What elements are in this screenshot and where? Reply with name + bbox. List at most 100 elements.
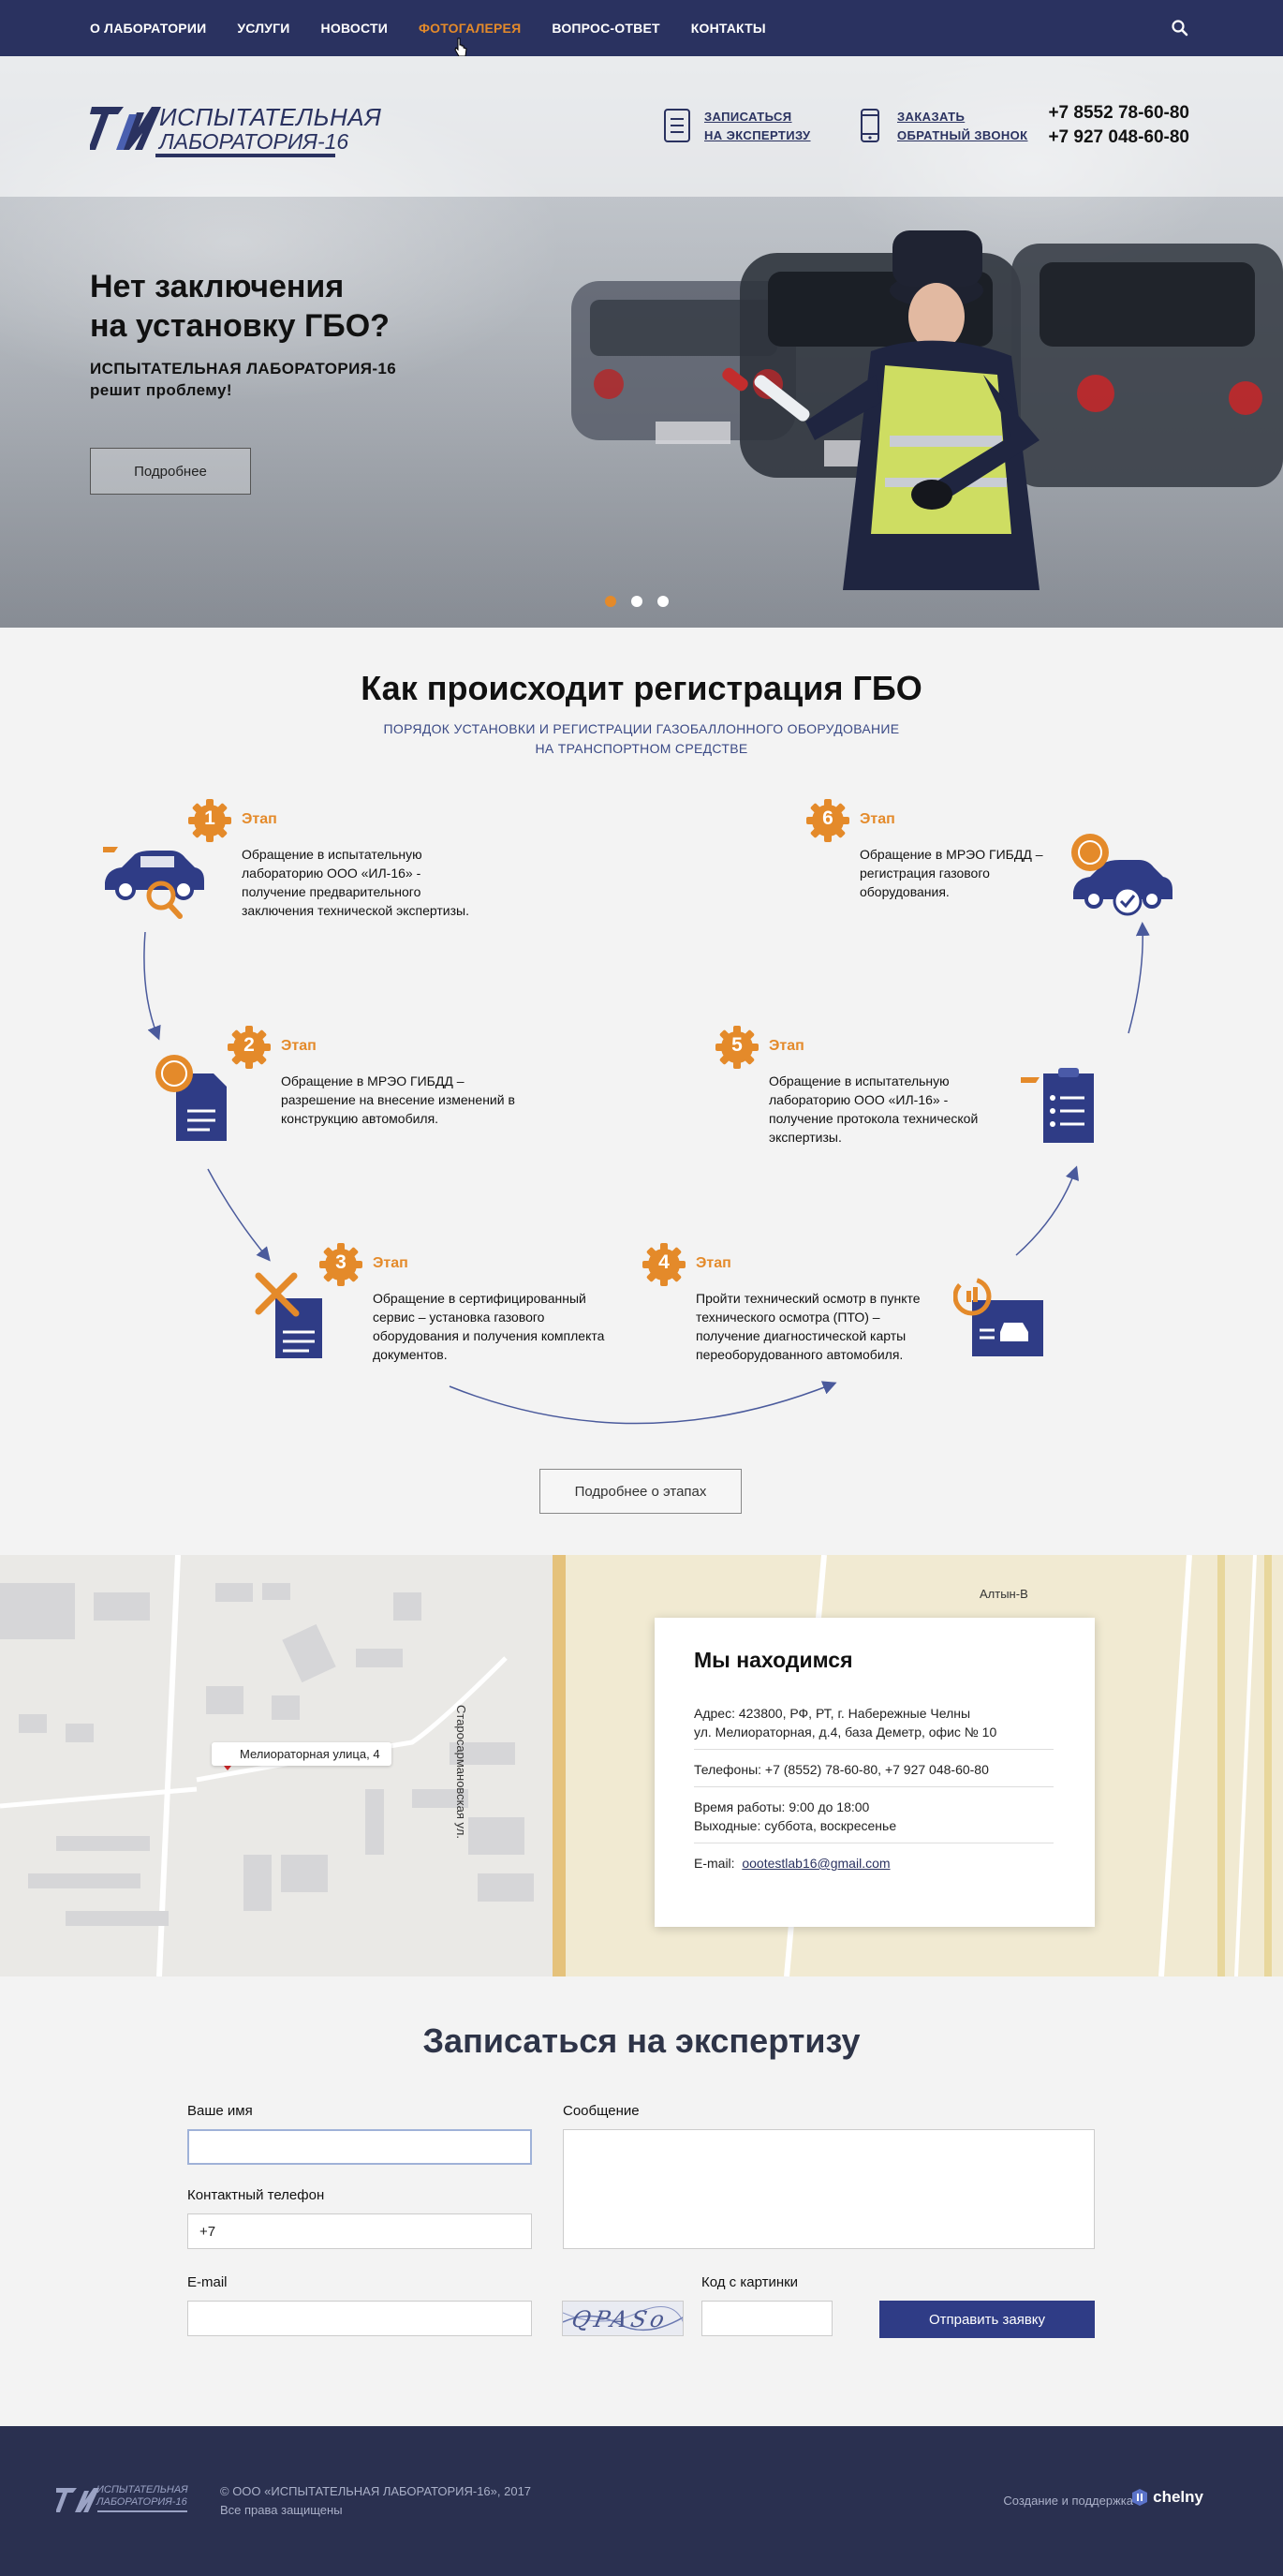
slider-dot-1[interactable] (605, 596, 616, 607)
nav-item-news[interactable]: НОВОСТИ (320, 21, 388, 36)
diagnostic-card-icon (953, 1277, 1043, 1356)
header-band (0, 56, 1283, 197)
name-input[interactable] (187, 2129, 532, 2165)
step-1-number: 1 (204, 807, 215, 829)
clipboard-icon (1021, 1068, 1094, 1143)
phone-number-2[interactable]: +7 927 048-60-80 (1048, 127, 1189, 147)
document-icon (664, 109, 690, 142)
step-1-text: Обращение в испытательную лабораторию ОО… (242, 847, 469, 918)
step-4-text: Пройти технический осмотр в пункте техни… (696, 1291, 921, 1362)
steps-subtitle: ПОРЯДОК УСТАНОВКИ И РЕГИСТРАЦИИ ГАЗОБАЛЛ… (0, 719, 1283, 759)
hours-line: Время работы: 9:00 до 18:00 (694, 1799, 870, 1814)
email-label: E-mail: (694, 1856, 735, 1871)
car-search-icon (103, 847, 204, 919)
phone-number-1[interactable]: +7 8552 78-60-80 (1048, 103, 1189, 123)
hero-title-line2: на установку ГБО? (90, 308, 390, 344)
hero-photo (0, 197, 1283, 628)
step-5-text: Обращение в испытательную лабораторию ОО… (769, 1073, 979, 1145)
header-phones: +7 8552 78-60-80 +7 927 048-60-80 (1048, 101, 1189, 150)
step-5-number: 5 (731, 1034, 743, 1056)
steps-subtitle-line2: НА ТРАНСПОРТНОМ СРЕДСТВЕ (535, 741, 748, 756)
address-line2: ул. Мелиораторная, д.4, база Деметр, офи… (694, 1725, 997, 1740)
footer-copyright: © ООО «ИСПЫТАТЕЛЬНАЯ ЛАБОРАТОРИЯ-16», 20… (220, 2482, 531, 2520)
form-title: Записаться на экспертизу (422, 2021, 861, 2060)
steps-subtitle-line1: ПОРЯДОК УСТАНОВКИ И РЕГИСТРАЦИИ ГАЗОБАЛЛ… (383, 721, 900, 736)
hero-subtitle-line1: ИСПЫТАТЕЛЬНАЯ ЛАБОРАТОРИЯ-16 (90, 360, 397, 378)
captcha-image: QPASo (562, 2301, 684, 2336)
map-place-label: Алтын-В (980, 1587, 1028, 1601)
hero-title-line1: Нет заключения (90, 269, 345, 304)
slider-dots (605, 596, 669, 607)
developer-brand-name: chelny (1153, 2488, 1203, 2506)
step-3-text: Обращение в сертифицированный сервис – у… (373, 1291, 605, 1362)
signup-link[interactable]: ЗАПИСАТЬСЯ НА ЭКСПЕРТИЗУ (663, 108, 811, 145)
footer-logo[interactable] (56, 2482, 187, 2516)
captcha-text: QPASo (569, 2306, 671, 2332)
footer-logo-line2: ЛАБОРАТОРИЯ-16 (96, 2496, 187, 2508)
name-label: Ваше имя (187, 2103, 253, 2119)
step-5-label: Этап (769, 1038, 804, 1054)
address-line1: Адрес: 423800, РФ, РТ, г. Набережные Чел… (694, 1706, 971, 1721)
developer-logo-icon (1132, 2489, 1148, 2506)
site-logo[interactable]: ИСПЫТАТЕЛЬНАЯ ЛАБОРАТОРИЯ-16 (90, 94, 381, 159)
captcha-noise (563, 2306, 683, 2332)
divider (694, 1749, 1054, 1750)
step-4-number: 4 (658, 1251, 670, 1273)
step-6-number: 6 (822, 807, 833, 829)
callback-link-line2: ОБРАТНЫЙ ЗВОНОК (897, 128, 1028, 142)
copyright-line1: © ООО «ИСПЫТАТЕЛЬНАЯ ЛАБОРАТОРИЯ-16», 20… (220, 2484, 532, 2498)
message-textarea[interactable] (563, 2129, 1095, 2249)
developer-brand[interactable]: chelny (1132, 2488, 1203, 2507)
hero-title: Нет заключения на установку ГБО? (90, 267, 390, 346)
copyright-line2: Все права защищены (220, 2503, 343, 2517)
submit-button[interactable]: Отправить заявку (879, 2301, 1095, 2338)
top-navigation: О ЛАБОРАТОРИИ УСЛУГИ НОВОСТИ ФОТОГАЛЕРЕЯ… (0, 0, 1283, 57)
nav-item-contacts[interactable]: КОНТАКТЫ (690, 21, 766, 36)
slider-dot-3[interactable] (657, 596, 669, 607)
step-6-label: Этап (860, 811, 895, 827)
phones-text: Телефоны: +7 (8552) 78-60-80, +7 927 048… (694, 1762, 989, 1777)
step-4-label: Этап (696, 1255, 731, 1271)
steps-title: Как происходит регистрация ГБО (361, 669, 922, 707)
map-pin-label: Мелиораторная улица, 4 (212, 1742, 391, 1766)
location-map[interactable]: Мелиораторная улица, 4 Старосармановская… (0, 1555, 1283, 1976)
nav-item-gallery[interactable]: ФОТОГАЛЕРЕЯ (418, 21, 522, 36)
email-link[interactable]: oootestlab16@gmail.com (742, 1856, 891, 1871)
cursor-icon (454, 37, 467, 57)
nav-item-services[interactable]: УСЛУГИ (237, 21, 290, 36)
email-input[interactable] (187, 2301, 532, 2336)
step-2-number: 2 (243, 1034, 255, 1056)
step-2-text: Обращение в МРЭО ГИБДД – разрешение на в… (281, 1073, 515, 1126)
search-icon[interactable] (1171, 19, 1189, 37)
logo-mark-icon (90, 107, 161, 150)
signup-link-line2: НА ЭКСПЕРТИЗУ (704, 128, 811, 142)
message-label: Сообщение (563, 2103, 640, 2119)
map-street-label: Старосармановская ул. (454, 1705, 468, 1839)
tools-document-icon (255, 1272, 322, 1358)
logo-text-line2: ЛАБОРАТОРИЯ-16 (159, 129, 349, 154)
main-menu: О ЛАБОРАТОРИИ УСЛУГИ НОВОСТИ ФОТОГАЛЕРЕЯ… (90, 0, 797, 56)
footer-credit: Создание и поддержка (1003, 2494, 1133, 2508)
phone-input[interactable]: +7 (187, 2213, 532, 2249)
logo-text-line1: ИСПЫТАТЕЛЬНАЯ (159, 103, 382, 131)
location-card-title: Мы находимся (694, 1648, 853, 1672)
hero-more-button[interactable]: Подробнее (90, 448, 251, 495)
captcha-label: Код с картинки (701, 2274, 799, 2290)
logo-underline (155, 154, 335, 157)
email-input-label: E-mail (187, 2274, 228, 2290)
phone-label: Контактный телефон (187, 2187, 325, 2203)
slider-dot-2[interactable] (631, 596, 642, 607)
nav-item-about[interactable]: О ЛАБОРАТОРИИ (90, 21, 207, 36)
document-stamp-icon (155, 1055, 227, 1141)
step-3-number: 3 (335, 1251, 347, 1273)
nav-item-faq[interactable]: ВОПРОС-ОТВЕТ (552, 21, 660, 36)
signup-link-line1: ЗАПИСАТЬСЯ (704, 110, 792, 124)
steps-more-button[interactable]: Подробнее о этапах (539, 1469, 742, 1514)
captcha-input[interactable] (701, 2301, 833, 2336)
location-card: Мы находимся Адрес: 423800, РФ, РТ, г. Н… (655, 1618, 1095, 1927)
